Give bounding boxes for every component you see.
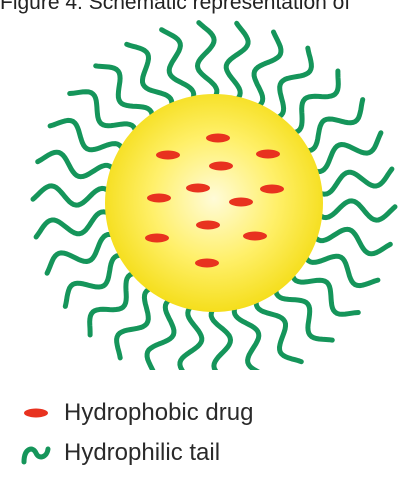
hydrophilic-tail — [124, 41, 175, 118]
hydrophilic-tail — [144, 293, 182, 370]
hydrophilic-tail — [44, 231, 125, 276]
hydrophobic-drug — [186, 183, 210, 193]
hydrophilic-tail — [67, 89, 140, 144]
hydrophilic-tail — [35, 149, 121, 181]
hydrophilic-tail — [208, 299, 233, 370]
hydrophilic-tail — [281, 68, 341, 136]
legend-item-drug: Hydrophobic drug — [14, 398, 253, 428]
hydrophilic-tail — [265, 45, 314, 123]
green-wavy-tail-icon — [14, 438, 58, 468]
hydrophobic-drug — [260, 184, 284, 194]
red-drug-ellipse-icon — [14, 398, 58, 428]
hydrophilic-tail — [33, 209, 119, 240]
hydrophobic-drug — [156, 150, 180, 160]
legend-label-tail: Hydrophilic tail — [64, 439, 221, 466]
hydrophobic-drug — [147, 193, 171, 203]
hydrophilic-tail — [246, 29, 284, 113]
hydrophilic-tail-ring — [30, 20, 398, 370]
hydrophobic-drug — [196, 220, 220, 230]
figure-caption: Figure 4: Schematic representation of — [0, 0, 351, 14]
legend-label-drug: Hydrophobic drug — [64, 399, 254, 426]
hydrophilic-tail — [93, 63, 155, 129]
hydrophilic-tail — [307, 225, 393, 257]
hydrophobic-drug — [256, 149, 280, 159]
hydrophilic-tail — [273, 277, 335, 343]
hydrophilic-tail — [62, 252, 134, 309]
hydrophobic-drug — [145, 233, 169, 243]
hydrophilic-tail — [299, 245, 381, 289]
hydrophilic-tail — [223, 20, 251, 108]
hydrophobic-drug — [243, 231, 267, 241]
hydrophilic-tail — [303, 130, 384, 175]
hydrophilic-tail — [310, 198, 398, 223]
legend-item-tail: Hydrophilic tail — [14, 438, 220, 468]
hydrophilic-tail — [253, 288, 304, 365]
hydrophilic-tail — [114, 283, 163, 361]
hydrophilic-tail — [195, 20, 220, 107]
hydrophilic-tail — [309, 166, 395, 197]
micelle-diagram — [30, 20, 398, 370]
hydrophilic-tail — [288, 262, 361, 317]
hydrophilic-tail — [30, 183, 118, 208]
hydrophilic-tail — [47, 117, 129, 161]
drug-cluster — [145, 133, 284, 268]
hydrophobic-drug — [206, 133, 230, 143]
hydrophilic-tail — [294, 97, 366, 154]
hydrophobic-drug — [195, 258, 219, 268]
hydrophilic-tail — [87, 270, 147, 338]
hydrophobic-core — [105, 94, 323, 312]
hydrophobic-drug — [209, 161, 233, 171]
hydrophilic-tail — [159, 27, 197, 110]
hydrophobic-drug — [229, 197, 253, 207]
hydrophilic-tail — [177, 298, 205, 370]
hydrophilic-tail — [231, 296, 262, 370]
